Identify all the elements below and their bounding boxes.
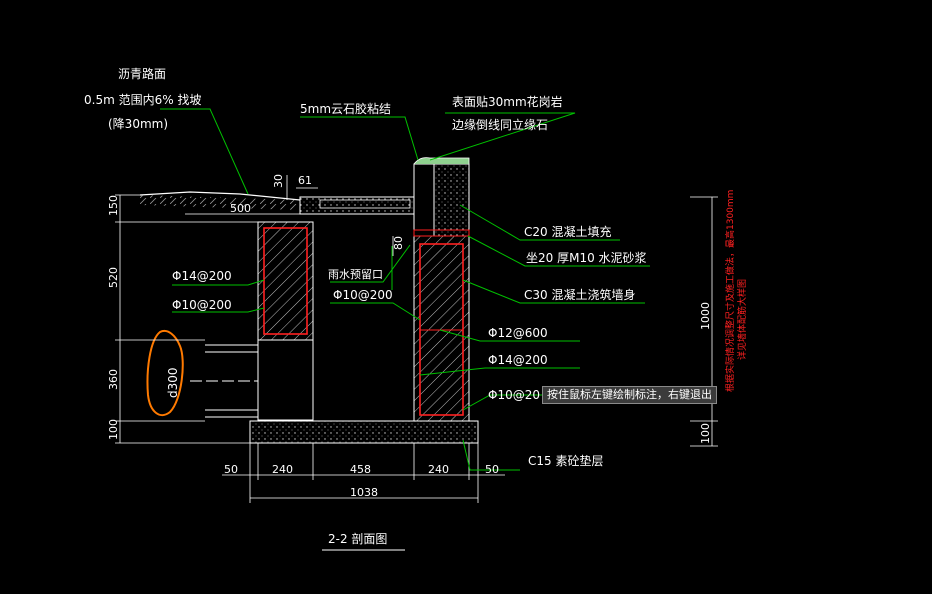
dim-left-360: 360 (107, 369, 120, 390)
granite-label-2: 边缘倒线同立缘石 (452, 117, 548, 132)
dim-bottom-240-right: 240 (428, 463, 449, 476)
asphalt-drop: (降30mm) (108, 117, 168, 131)
granite-label-1: 表面贴30mm花岗岩 (452, 94, 563, 109)
dim-top-30: 30 (272, 174, 285, 188)
bottom-dim-lines (222, 443, 505, 503)
dim-top-61: 61 (298, 174, 312, 187)
phi14-left-label: Φ14@200 (172, 269, 232, 283)
curb-stone (413, 157, 470, 237)
dim-left-520: 520 (107, 267, 120, 288)
dim-right-100: 100 (699, 423, 712, 444)
dim-top-500: 500 (230, 202, 251, 215)
left-dim-lines (115, 194, 258, 444)
dim-bottom-458: 458 (350, 463, 371, 476)
dim-bottom-total: 1038 (350, 486, 378, 499)
rain-inlet-label: 雨水预留口 (328, 268, 383, 281)
phi12-label: Φ12@600 (488, 326, 548, 340)
dim-right-1000: 1000 (699, 302, 712, 330)
dim-left-100: 100 (107, 419, 120, 440)
left-wall (257, 221, 314, 421)
dim-left-150: 150 (107, 195, 120, 216)
dim-bottom-50-left: 50 (224, 463, 238, 476)
right-wall (413, 235, 470, 422)
top-dim-lines (185, 175, 394, 256)
gutter-top (299, 196, 416, 215)
right-dim-lines (690, 196, 718, 447)
markup-cloud (146, 330, 184, 417)
cursor-tooltip: 按住鼠标左键绘制标注，右键退出 (542, 386, 717, 404)
asphalt-surface (139, 191, 301, 210)
phi10-mid-label: Φ10@200 (333, 288, 393, 302)
asphalt-title: 沥青路面 (118, 66, 166, 81)
marble-label: 5mm云石胶粘结 (300, 101, 391, 116)
c20-label: C20 混凝土填充 (524, 224, 611, 239)
c30-label: C30 混凝土浇筑墙身 (524, 287, 635, 302)
dim-inlet-80: 80 (392, 236, 405, 250)
m10-label: 坐20 厚M10 水泥砂浆 (526, 250, 647, 265)
leader-lines (160, 108, 650, 471)
pipe-label: d300 (166, 367, 180, 398)
base-slab (249, 420, 479, 444)
red-note-2: 详见墙体配筋大样图 (736, 279, 748, 360)
pipe (190, 344, 258, 418)
dim-bottom-50-right: 50 (485, 463, 499, 476)
asphalt-slope: 0.5m 范围内6% 找坡 (84, 93, 201, 107)
phi10-left-label: Φ10@200 (172, 298, 232, 312)
section-title: 2-2 剖面图 (328, 532, 387, 546)
c15-label: C15 素砼垫层 (528, 453, 603, 468)
phi14-right-label: Φ14@200 (488, 353, 548, 367)
dim-bottom-240-left: 240 (272, 463, 293, 476)
red-note-1: 根据实际情况调整尺寸及施工做法，最高1300mm (724, 190, 736, 392)
phi10-right-label: Φ10@20 (488, 388, 540, 402)
